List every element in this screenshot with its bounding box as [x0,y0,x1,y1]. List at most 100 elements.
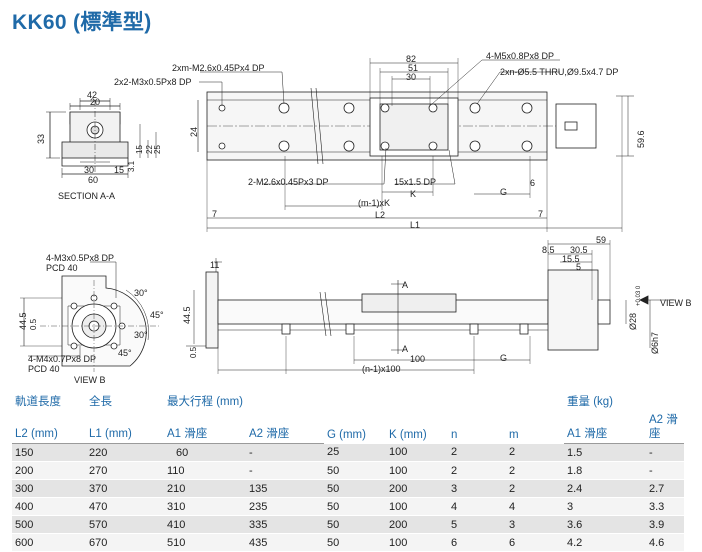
top-dim-7-right: 7 [538,209,543,219]
end-dim-30-5: 30.5 [570,245,588,255]
table-cell: 6 [448,533,506,552]
table-cell: 3.3 [646,497,684,516]
top-dim-l1: L1 [410,220,420,230]
table-cell: 50 [324,461,386,480]
sec-dim-60: 60 [88,175,98,185]
th-max-stroke-b [246,392,324,411]
table-cell: 235 [246,497,324,516]
view-b-arrow-label: VIEW B [660,298,692,308]
end-dim-28: Ø28 [628,313,638,330]
vb-angle-45: 45° [150,310,164,320]
vb-angle-45b: 45° [118,348,132,358]
top-dim-7-left: 7 [212,209,217,219]
vb-label-holes-a: 4-M3x0.5Px8 DP [46,253,114,263]
top-label-holes-b: 2x2-M3x0.5Px8 DP [114,77,192,87]
table-cell: 2.4 [564,479,646,498]
table-cell: 3 [448,479,506,498]
view-b [20,261,160,372]
table-cell: 1.5 [564,443,646,462]
end-dim-8-5: 8.5 [542,245,555,255]
table-cell: 2 [506,479,564,498]
table-cell: 2 [448,461,506,480]
table-cell: 3 [564,497,646,516]
vb-angle-30b: 30° [134,330,148,340]
th-total-length: 全長 [89,396,112,408]
table-cell: 270 [86,461,164,480]
table-cell: 600 [12,533,86,552]
th-a1-weight: A1 滑座 [564,411,646,444]
top-label-holes-a: 2xm-M2.6x0.45Px4 DP [172,63,265,73]
top-dim-51: 51 [408,63,418,73]
table-row: 300 370 210 135 50 200 3 2 2.4 2.7 [12,479,684,498]
th-m: m [509,428,519,441]
top-label-holes-d: 2xn-Ø5.5 THRU,Ø9.5x4.7 DP [500,67,618,77]
top-view-rail [206,87,597,165]
sec-dim-33: 33 [36,134,46,144]
table-cell: 200 [12,461,86,480]
sec-dim-30: 30 [84,165,94,175]
sec-dim-42: 42 [87,90,97,100]
th-a2-stroke: A2 滑座 [246,411,324,444]
sec-dim-15: 15 [114,165,124,175]
side-view [186,258,676,374]
table-cell: 570 [86,515,164,534]
side-section-a-top: A [402,280,408,290]
table-cell: 310 [164,497,246,516]
top-dim-30: 30 [406,72,416,82]
sec-dim-15v: 15 [135,145,144,154]
section-aa-view [46,98,157,178]
top-dim-g: G [500,187,507,197]
bottom-label-slot: 15x1.5 DP [394,177,436,187]
vb-dim-0-5: 0.5 [29,318,38,330]
table-cell: 335 [246,515,324,534]
table-cell: 100 [386,443,448,462]
th-weight: 重量 (kg) [567,396,613,408]
top-dim-6: 6 [530,178,535,188]
sec-dim-20: 20 [90,97,100,107]
top-dim-l2: L2 [375,210,385,220]
table-cell: 300 [12,479,86,498]
vb-angle-30: 30° [134,288,148,298]
th-rail-length: 軌道長度 [15,396,61,408]
side-dim-g: G [500,353,507,363]
table-cell: 150 [12,443,86,462]
side-dim-100: 100 [410,354,425,364]
table-cell: 100 [386,461,448,480]
section-aa-label: SECTION A-A [58,191,115,201]
table-cell: 470 [86,497,164,516]
vb-label-pcd-b: PCD 40 [28,364,60,374]
side-dim-0-5: 0.5 [189,346,198,358]
side-dim-11: 11 [210,260,219,270]
view-b-label: VIEW B [74,375,106,385]
table-cell: 200 [386,479,448,498]
table-header-row-2: L2 (mm) L1 (mm) A1 滑座 A2 滑座 A1 滑座 A2 滑座 [12,411,684,444]
table-row: 600 670 510 435 50 100 6 6 4.2 4.6 [12,533,684,552]
table-cell: 25 [324,443,386,462]
sec-dim-25: 25 [153,145,162,154]
th-max-stroke: 最大行程 (mm) [167,396,244,408]
table-cell: 3.6 [564,515,646,534]
bottom-label-holes-a: 2-M2.6x0.45Px3 DP [248,177,329,187]
vb-dim-44-5: 44.5 [18,312,28,330]
table-row: 150 220 60 - 25 100 2 2 1.5 - [12,443,684,462]
table-cell: 5 [448,515,506,534]
table-row: 200 270 110 - 50 100 2 2 1.8 - [12,461,684,480]
table-cell: 410 [164,515,246,534]
table-cell: 50 [324,479,386,498]
top-dim-59-6: 59.6 [636,130,646,148]
table-cell: 435 [246,533,324,552]
table-cell: 210 [164,479,246,498]
side-dim-n100: (n-1)x100 [362,364,401,374]
table-cell: 50 [324,497,386,516]
table-cell: 135 [246,479,324,498]
table-cell: 200 [386,515,448,534]
top-view-holes [218,102,533,152]
end-dim-59: 59 [596,235,606,245]
table-cell: 4 [506,497,564,516]
table-cell: 50 [324,533,386,552]
th-l2: L2 (mm) [12,411,86,444]
top-dim-k: K [410,189,416,199]
top-dim-24: 24 [189,127,199,137]
table-cell: 4.6 [646,533,684,552]
table-cell: 510 [164,533,246,552]
